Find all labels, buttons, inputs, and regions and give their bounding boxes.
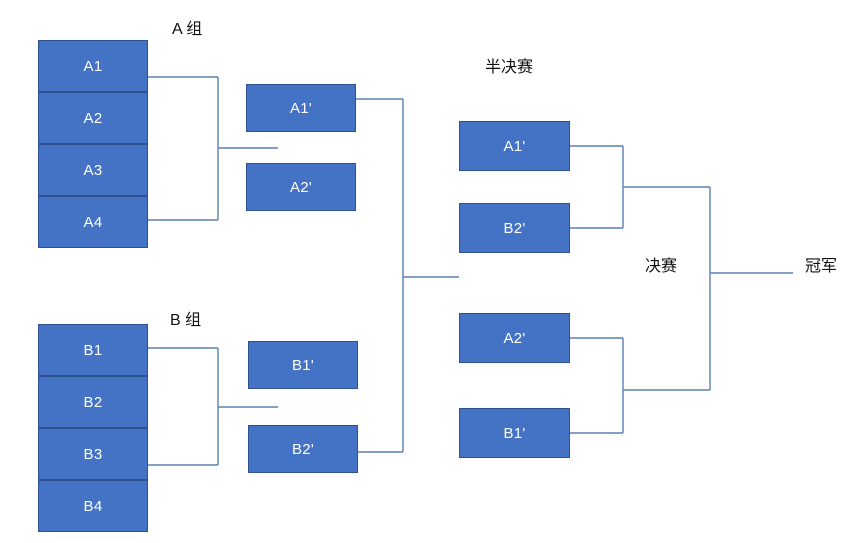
group-a-slot-1[interactable]: A1 bbox=[38, 40, 148, 92]
group-b-slot-2[interactable]: B2 bbox=[38, 376, 148, 428]
group-b-slot-3[interactable]: B3 bbox=[38, 428, 148, 480]
group-b-slot-4[interactable]: B4 bbox=[38, 480, 148, 532]
group-a-label: A 组 bbox=[172, 21, 203, 38]
semifinal-top-slot-1[interactable]: A1' bbox=[459, 121, 570, 171]
final-label: 决赛 bbox=[645, 258, 678, 275]
group-a-slot-4[interactable]: A4 bbox=[38, 196, 148, 248]
semifinal-label: 半决赛 bbox=[485, 59, 534, 76]
semifinal-top-slot-2[interactable]: B2' bbox=[459, 203, 570, 253]
semifinal-bottom-slot-2[interactable]: B1' bbox=[459, 408, 570, 458]
quarterfinal-a-top[interactable]: A1' bbox=[246, 84, 356, 132]
group-b-label: B 组 bbox=[170, 312, 202, 329]
quarterfinal-b-top[interactable]: B1' bbox=[248, 341, 358, 389]
group-a-slot-2[interactable]: A2 bbox=[38, 92, 148, 144]
quarterfinal-b-bottom[interactable]: B2' bbox=[248, 425, 358, 473]
champion-label: 冠军 bbox=[805, 258, 838, 275]
quarterfinal-a-bottom[interactable]: A2' bbox=[246, 163, 356, 211]
semifinal-bottom-slot-1[interactable]: A2' bbox=[459, 313, 570, 363]
group-b-slot-1[interactable]: B1 bbox=[38, 324, 148, 376]
group-a-slot-3[interactable]: A3 bbox=[38, 144, 148, 196]
